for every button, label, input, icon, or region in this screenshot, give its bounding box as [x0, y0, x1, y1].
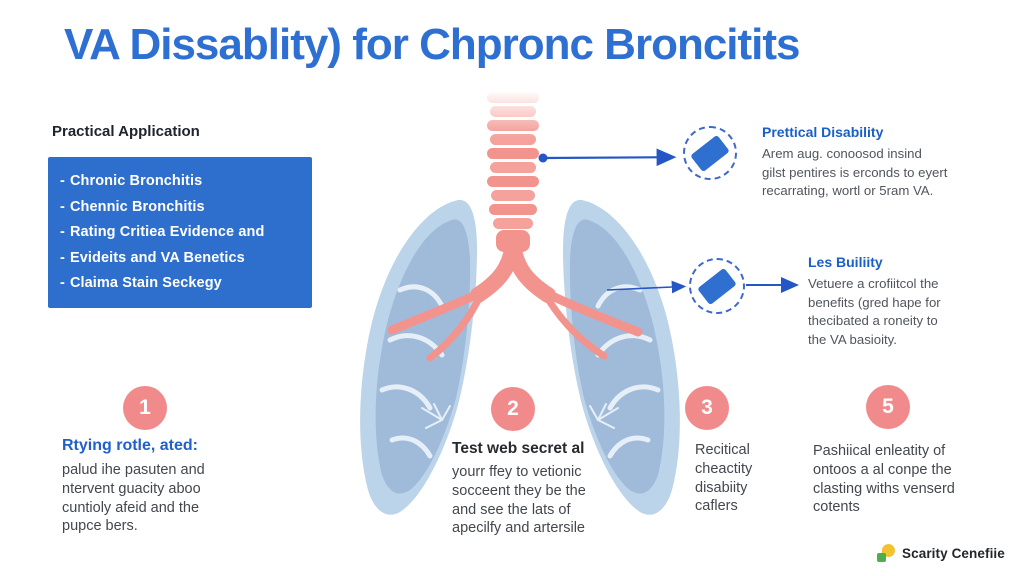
- callout-line: recarrating, wortl or 5ram VA.: [762, 183, 934, 199]
- step-line: yourr ffey to vetionic: [452, 464, 582, 480]
- callout-les-builiity: Les Builiity Vetuere a crofiitcol the be…: [808, 254, 988, 349]
- brand-logo-icon: [876, 543, 896, 563]
- step-line: and see the lats of: [452, 501, 571, 518]
- step-3-text: Recitical cheactity disabiity caflers: [695, 441, 752, 516]
- step-line: cuntioly afeid and the: [62, 499, 200, 516]
- step-1-text: Rtying rotle, ated: palud ihe pasuten an…: [62, 437, 205, 536]
- callout1-marker: [683, 126, 737, 180]
- step-line: ontoos a al conpe the: [813, 461, 952, 478]
- callout-heading: Les Builiity: [808, 254, 883, 270]
- bullet-dash: -: [60, 173, 65, 189]
- callout-line: Arem aug. conoosod insind: [762, 146, 922, 161]
- step-line: caflers: [695, 498, 738, 515]
- step-2-badge: 2: [491, 387, 535, 431]
- bullet-dash: -: [60, 275, 65, 292]
- topic-item: -Evideits and VA Benetics: [60, 246, 300, 272]
- blue-diamond-icon: [697, 267, 737, 305]
- step-line: socceent they be the: [452, 482, 586, 499]
- topic-item: -Rating Critiea Evidence and: [60, 220, 300, 246]
- step-line: palud ihe pasuten and: [62, 462, 205, 478]
- trachea: [487, 92, 539, 252]
- topic-item-label: Chennic Bronchitis: [69, 198, 205, 215]
- callout-line: thecibated a roneity to: [808, 313, 938, 329]
- arrow-lung-to-circle2: [606, 280, 687, 294]
- step-line: clasting withs venserd: [813, 480, 955, 497]
- page-title: VA Dissablity) for Chpronc Broncitits: [64, 20, 801, 69]
- brand-name: Scarity Cenefiie: [902, 545, 1005, 561]
- step-line: apecilfy and artersile: [452, 520, 585, 537]
- left-panel-label: Practical Application: [52, 123, 200, 140]
- callout-line: gilst pentires is erconds to eyert: [762, 164, 948, 180]
- callout2-marker: [689, 258, 745, 314]
- step-heading: Rtying rotle, ated:: [62, 437, 199, 454]
- bullet-dash: -: [60, 249, 65, 266]
- brand-footer: Scarity Cenefiie: [876, 543, 1005, 563]
- step-line: disabiity: [695, 479, 748, 496]
- callout-heading: Prettical Disability: [762, 124, 884, 140]
- right-lung-sparkle-icon: [589, 403, 619, 429]
- step-3-badge: 3: [685, 386, 729, 430]
- step-line: Recitical: [695, 442, 750, 458]
- step-1-badge: 1: [123, 386, 167, 430]
- callout-line: the VA basioity.: [808, 331, 897, 347]
- bullet-dash: -: [60, 198, 65, 215]
- bullet-dash: -: [60, 224, 65, 241]
- callout-line: Vetuere a crofiitcol the: [808, 276, 939, 291]
- step-line: ntervent guacity aboo: [62, 480, 201, 497]
- step-line: cheactity: [695, 460, 753, 477]
- callout-practical-disability: Prettical Disability Arem aug. conoosod …: [762, 124, 992, 201]
- bronchi: [387, 234, 643, 362]
- step-line: pupce bers.: [62, 518, 138, 535]
- step-5-text: Pashiical enleatity of ontoos a al conpe…: [813, 442, 955, 517]
- topic-item: -Claima Stain Seckegy: [60, 271, 300, 297]
- topics-box: -Chronic Bronchitis -Chennic Bronchitis …: [48, 157, 312, 308]
- step-line: cotents: [813, 499, 860, 516]
- step-line: Pashiical enleatity of: [813, 443, 946, 459]
- blue-diamond-icon: [690, 134, 730, 172]
- connector-dot: [538, 153, 548, 163]
- callout-line: benefits (gred hape for: [808, 294, 941, 310]
- topic-item-label: Evideits and VA Benetics: [69, 249, 245, 266]
- topic-item: -Chronic Bronchitis: [60, 169, 300, 195]
- topic-item: -Chennic Bronchitis: [60, 195, 300, 221]
- left-lung-sparkle-icon: [421, 403, 451, 429]
- topic-item-label: Chronic Bronchitis: [69, 173, 203, 189]
- arrow-trachea-to-callout1: [542, 148, 677, 167]
- step-2-text: Test web secret al yourr ffey to vetioni…: [452, 440, 586, 538]
- step-5-badge: 5: [866, 385, 910, 429]
- topic-item-label: Claima Stain Seckegy: [69, 275, 222, 292]
- step-heading: Test web secret al: [452, 440, 585, 457]
- topic-item-label: Rating Critiea Evidence and: [69, 224, 265, 241]
